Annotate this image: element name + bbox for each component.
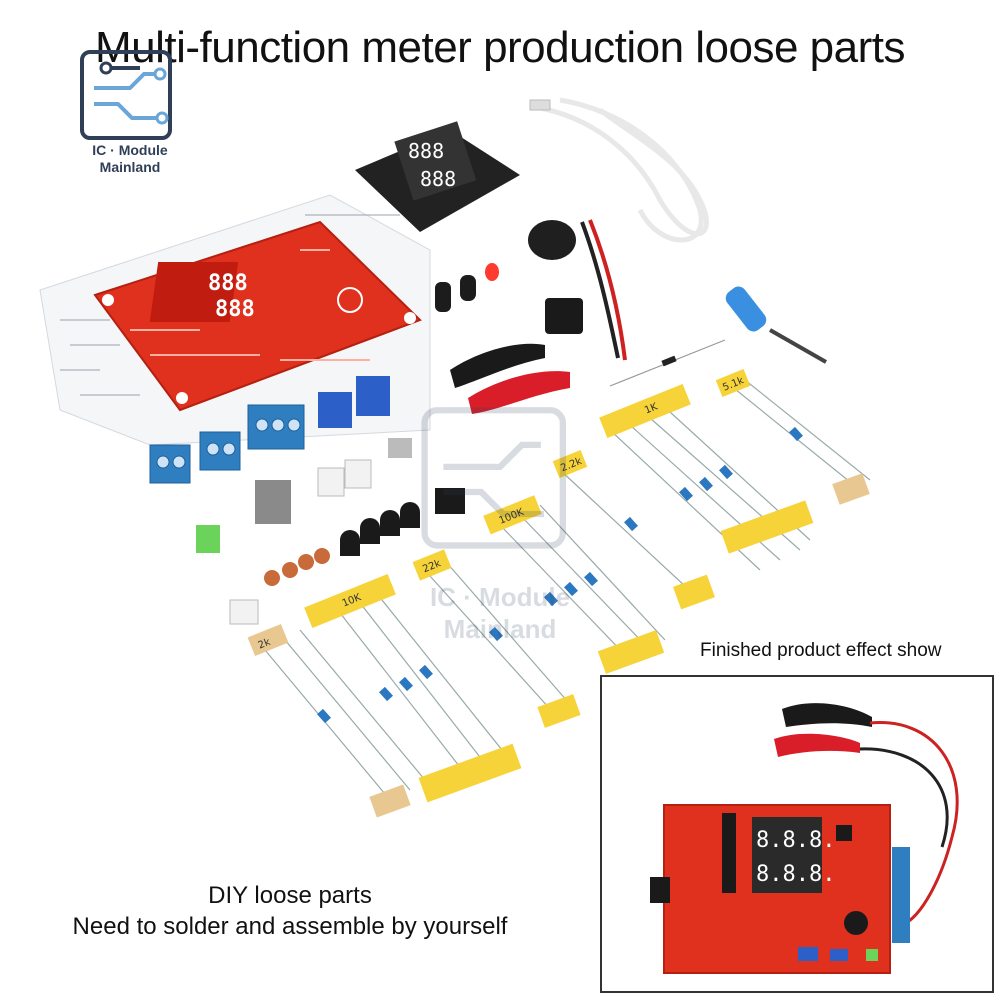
tag-1k: 1K bbox=[643, 401, 660, 416]
svg-text:888: 888 bbox=[408, 139, 444, 163]
finished-pot bbox=[798, 947, 818, 961]
black-wire bbox=[580, 221, 620, 359]
circuit-logo-icon bbox=[80, 50, 172, 140]
usb-cable bbox=[529, 97, 709, 243]
finished-terminals bbox=[892, 847, 910, 943]
brand-logo: IC · Module Mainland bbox=[70, 20, 190, 180]
finished-mcu bbox=[722, 813, 736, 893]
jst-connector-2 bbox=[344, 459, 372, 489]
svg-text:888: 888 bbox=[420, 167, 456, 191]
diy-caption: DIY loose parts Need to solder and assem… bbox=[10, 880, 570, 942]
finished-buzzer bbox=[844, 911, 868, 935]
black-alligator-clip bbox=[450, 343, 545, 388]
finished-display bbox=[752, 817, 822, 893]
finished-display-bottom: 8.8.8. bbox=[756, 862, 835, 887]
jst-connector bbox=[317, 467, 345, 497]
finished-red-clip bbox=[774, 733, 860, 757]
screw-terminals bbox=[149, 404, 305, 484]
electrolytic-capacitor bbox=[435, 282, 451, 312]
finished-product-illustration: 8.8.8. 8.8.8. bbox=[650, 703, 959, 974]
diode bbox=[661, 355, 677, 367]
finished-black-clip bbox=[782, 703, 872, 727]
finished-jumper bbox=[866, 949, 878, 961]
finished-pot-2 bbox=[830, 949, 848, 961]
micro-usb-socket bbox=[388, 438, 412, 458]
red-alligator-clip bbox=[468, 371, 570, 414]
ic-chip bbox=[435, 488, 465, 514]
caption-line-2: Need to solder and assemble by yourself bbox=[72, 913, 508, 940]
finished-red-wire bbox=[869, 721, 959, 927]
red-led bbox=[485, 263, 499, 281]
tape-strips bbox=[247, 369, 870, 818]
trimmer-potentiometer bbox=[318, 392, 352, 428]
transistors bbox=[340, 502, 420, 556]
logo-line-1: IC · Module bbox=[92, 142, 168, 158]
jst-connector-3 bbox=[229, 599, 259, 625]
logo-line-2: Mainland bbox=[99, 159, 161, 175]
page-title: Multi-function meter production loose pa… bbox=[94, 23, 906, 72]
slide-switch bbox=[255, 480, 291, 524]
red-wire bbox=[588, 219, 627, 361]
finished-product-label: Finished product effect show bbox=[700, 640, 942, 661]
svg-text:888: 888 bbox=[215, 297, 255, 322]
svg-text:888: 888 bbox=[208, 271, 248, 296]
loose-parts-illustration: 888 888 888 888 bbox=[39, 97, 871, 818]
screwdriver bbox=[725, 286, 827, 364]
ceramic-capacitors bbox=[264, 548, 330, 586]
resistor-bodies bbox=[317, 426, 803, 724]
pcb-board: 888 888 bbox=[93, 220, 422, 412]
finished-ic bbox=[836, 825, 852, 841]
dc-power-jack bbox=[545, 298, 583, 334]
led-display-module: 888 888 bbox=[355, 121, 520, 232]
caption-line-1: DIY loose parts bbox=[208, 882, 372, 909]
electrolytic-capacitor-2 bbox=[460, 275, 476, 301]
finished-black-wire bbox=[859, 747, 949, 848]
green-jumper bbox=[196, 525, 220, 553]
finished-product-panel: 8.8.8. 8.8.8. bbox=[600, 675, 994, 993]
finished-dc-jack bbox=[650, 877, 670, 903]
watermark-circuit-icon bbox=[421, 407, 566, 549]
finished-display-top: 8.8.8. bbox=[756, 828, 835, 853]
watermark: IC · Module Mainland bbox=[400, 360, 600, 650]
trimmer-potentiometer-2 bbox=[356, 376, 390, 416]
tag-2k: 2k bbox=[257, 637, 273, 652]
watermark-line-2: Mainland bbox=[443, 614, 557, 644]
buzzer bbox=[528, 220, 576, 260]
watermark-line-1: IC · Module bbox=[429, 582, 571, 612]
